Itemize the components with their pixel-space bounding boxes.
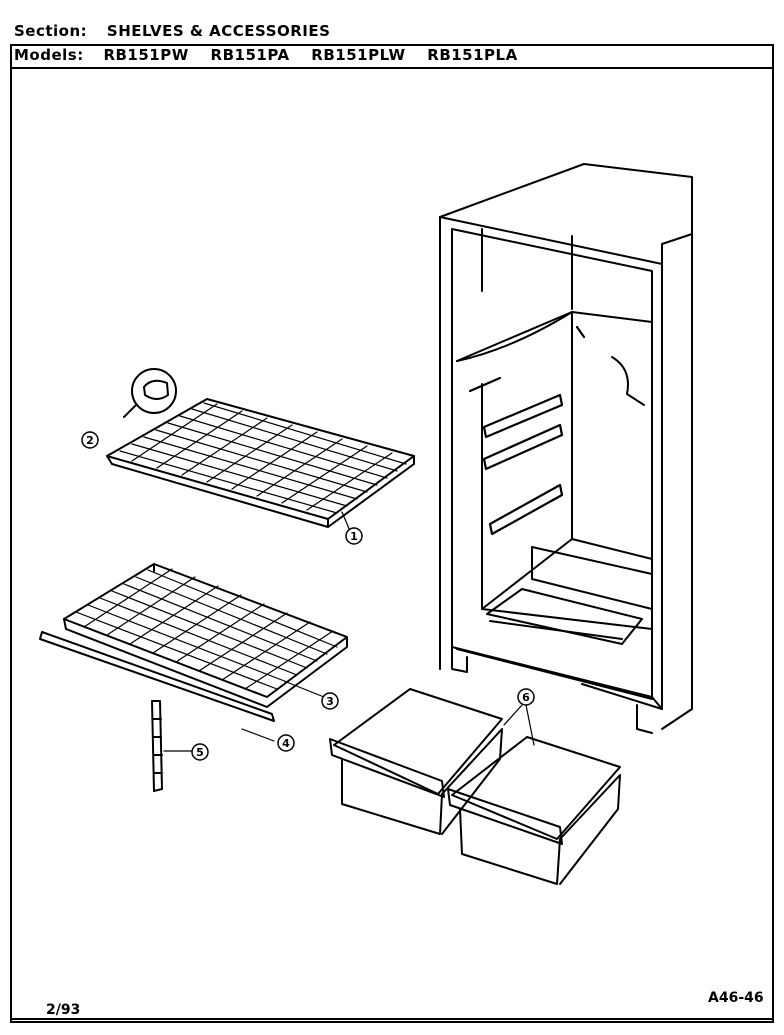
- shelf-support-post: [151, 700, 163, 792]
- section-heading: Section: SHELVES & ACCESSORIES: [14, 22, 330, 40]
- callout-5-label: 5: [196, 746, 204, 759]
- model-number: RB151PW: [103, 46, 189, 64]
- section-label: Section:: [14, 22, 88, 40]
- lower-shelf-wires: [75, 568, 338, 690]
- model-number: RB151PA: [210, 46, 290, 64]
- crisper-drawer-right: [447, 736, 621, 885]
- callout-6-label: 6: [522, 691, 530, 704]
- callout-2-label: 2: [86, 434, 94, 447]
- model-number: RB151PLA: [427, 46, 518, 64]
- callout-5: 5: [191, 743, 209, 761]
- callout-3: 3: [321, 692, 339, 710]
- callout-2: 2: [81, 431, 99, 449]
- footer-divider: [10, 1018, 774, 1020]
- callout-6: 6: [517, 688, 535, 706]
- callout-1: 1: [345, 527, 363, 545]
- upper-shelf-wires: [119, 402, 407, 514]
- refrigerator-cabinet: [439, 163, 693, 734]
- exploded-parts-diagram: 1 2 3 4 5 6: [39, 163, 693, 885]
- shelf-glide-detail: [123, 368, 177, 418]
- crisper-drawer-left: [329, 688, 503, 835]
- header-divider: [10, 67, 774, 69]
- callout-4: 4: [277, 734, 295, 752]
- leader-lines: [163, 511, 535, 752]
- date-code: 2/93: [46, 1002, 81, 1018]
- diagram-frame: [10, 44, 774, 1023]
- lower-wire-shelf: [39, 563, 348, 722]
- page-code: A46-46: [708, 990, 764, 1006]
- section-value: SHELVES & ACCESSORIES: [106, 22, 331, 40]
- models-heading: Models: RB151PW RB151PA RB151PLW RB151PL…: [14, 46, 534, 64]
- callout-4-label: 4: [282, 737, 290, 750]
- models-label: Models:: [14, 46, 84, 64]
- callout-3-label: 3: [326, 695, 334, 708]
- callout-1-label: 1: [350, 530, 358, 543]
- model-number: RB151PLW: [311, 46, 406, 64]
- upper-wire-shelf: [106, 398, 415, 528]
- door-racks: [468, 325, 586, 536]
